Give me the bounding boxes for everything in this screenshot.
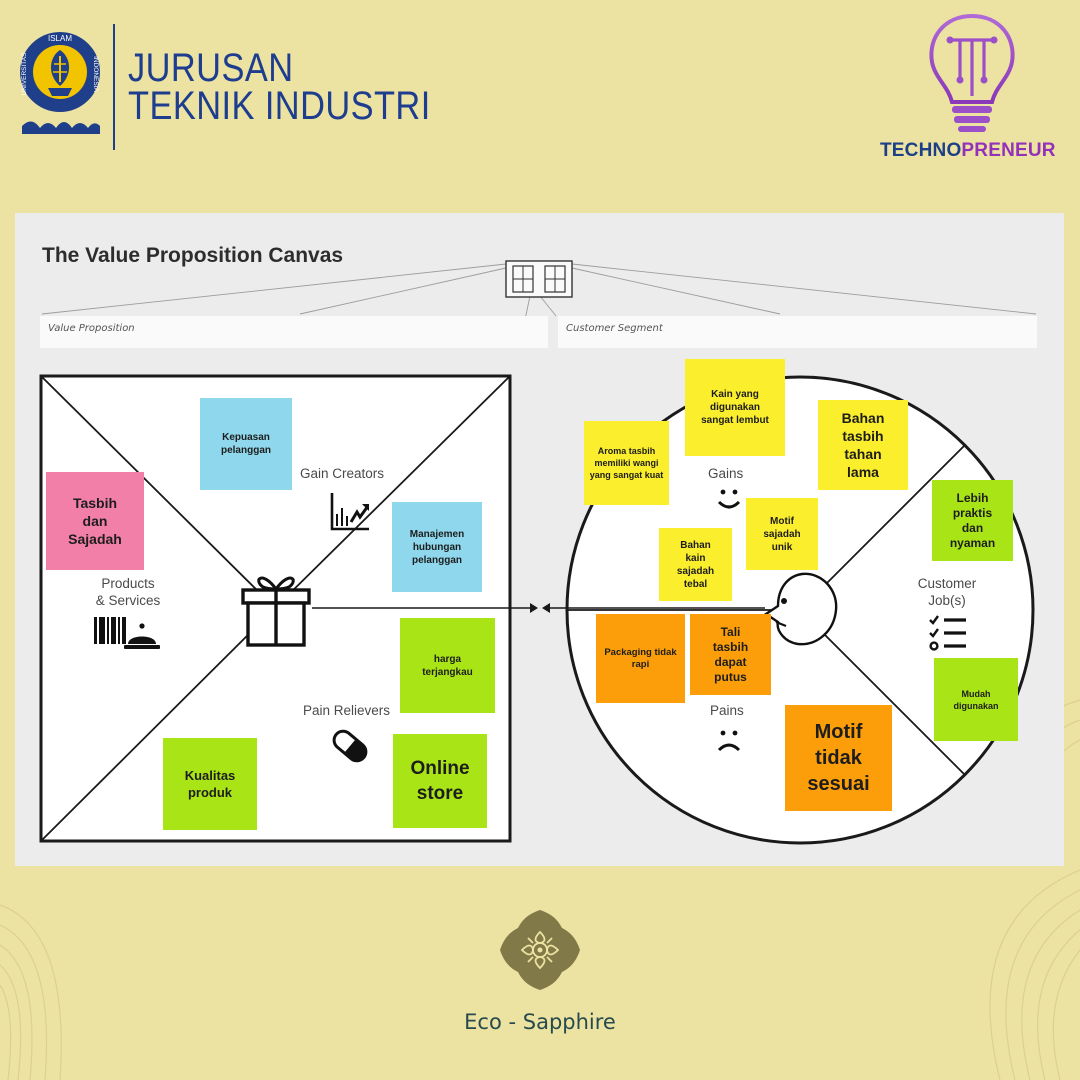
canvas-diagram (39, 374, 1035, 845)
canvas-title: The Value Proposition Canvas (42, 244, 344, 267)
customer-segment-bar: Customer Segment (558, 316, 1037, 348)
note-motif-unik: Motif sajadah unik (746, 498, 818, 570)
customer-segment-label: Customer Segment (566, 323, 663, 334)
department-title-line1: JURUSAN (128, 46, 294, 90)
brand-suffix: PRENEUR (961, 140, 1056, 161)
checklist-icon (929, 615, 966, 651)
products-services-label: Products & Services (88, 575, 168, 609)
brand-wordmark: TECHNOPRENEUR (880, 140, 1056, 162)
customer-jobs-label: Customer Job(s) (907, 575, 987, 609)
service-bell-icon (124, 623, 160, 649)
products-services-line1: Products (101, 576, 155, 591)
svg-text:ISLAM: ISLAM (48, 34, 72, 43)
note-tali-tasbih: Tali tasbih dapat putus (690, 614, 771, 695)
pain-relievers-label: Pain Relievers (303, 703, 391, 718)
note-tasbih-sajadah: Tasbih dan Sajadah (46, 472, 144, 570)
header-connector-lines (41, 260, 1037, 349)
value-proposition-label: Value Proposition (48, 323, 135, 334)
gift-icon (241, 576, 311, 647)
mini-canvas-icon (505, 260, 573, 298)
note-harga-terjangkau: harga terjangkau (400, 618, 495, 713)
brand-prefix: TECHNO (880, 140, 962, 161)
gains-label: Gains (708, 466, 744, 481)
smile-icon (717, 489, 741, 509)
note-aroma-tasbih: Aroma tasbih memiliki wangi yang sangat … (584, 421, 669, 505)
note-lebih-praktis: Lebih praktis dan nyaman (932, 480, 1013, 561)
chart-icon (330, 493, 370, 531)
note-bahan-kain: Bahan kain sajadah tebal (659, 528, 732, 601)
svg-text:UNIVERSITAS: UNIVERSITAS (21, 52, 28, 96)
barcode-icon (94, 617, 126, 644)
products-services-line2: & Services (95, 593, 161, 608)
customer-jobs-line1: Customer (917, 576, 977, 591)
lightbulb-icon (929, 13, 1015, 132)
department-title-line2: TEKNIK INDUSTRI (128, 84, 431, 128)
header-divider (113, 24, 115, 150)
note-online-store: Online store (393, 734, 487, 828)
product-name: Eco - Sapphire (464, 1010, 616, 1034)
note-packaging: Packaging tidak rapi (596, 614, 685, 703)
note-motif-tidak-sesuai: Motif tidak sesuai (785, 705, 892, 811)
note-kepuasan-pelanggan: Kepuasan pelanggan (200, 398, 292, 490)
frown-icon (717, 730, 741, 752)
customer-face-icon (763, 572, 838, 646)
note-kain-lembut: Kain yang digunakan sangat lembut (685, 359, 785, 456)
note-bahan-tasbih: Bahan tasbih tahan lama (818, 400, 908, 490)
pill-icon (332, 729, 368, 763)
gain-creators-label: Gain Creators (300, 466, 385, 481)
customer-jobs-line2: Job(s) (928, 593, 966, 608)
svg-text:INDONESIA: INDONESIA (92, 56, 99, 92)
note-mudah-digunakan: Mudah digunakan (934, 658, 1018, 741)
ornament-icon (500, 910, 580, 990)
note-kualitas-produk: Kualitas produk (163, 738, 257, 830)
university-seal-icon: ISLAM UNIVERSITAS INDONESIA (20, 32, 100, 134)
note-manajemen-hubungan: Manajemen hubungan pelanggan (392, 502, 482, 592)
pains-label: Pains (710, 703, 744, 718)
value-proposition-bar: Value Proposition (40, 316, 548, 348)
